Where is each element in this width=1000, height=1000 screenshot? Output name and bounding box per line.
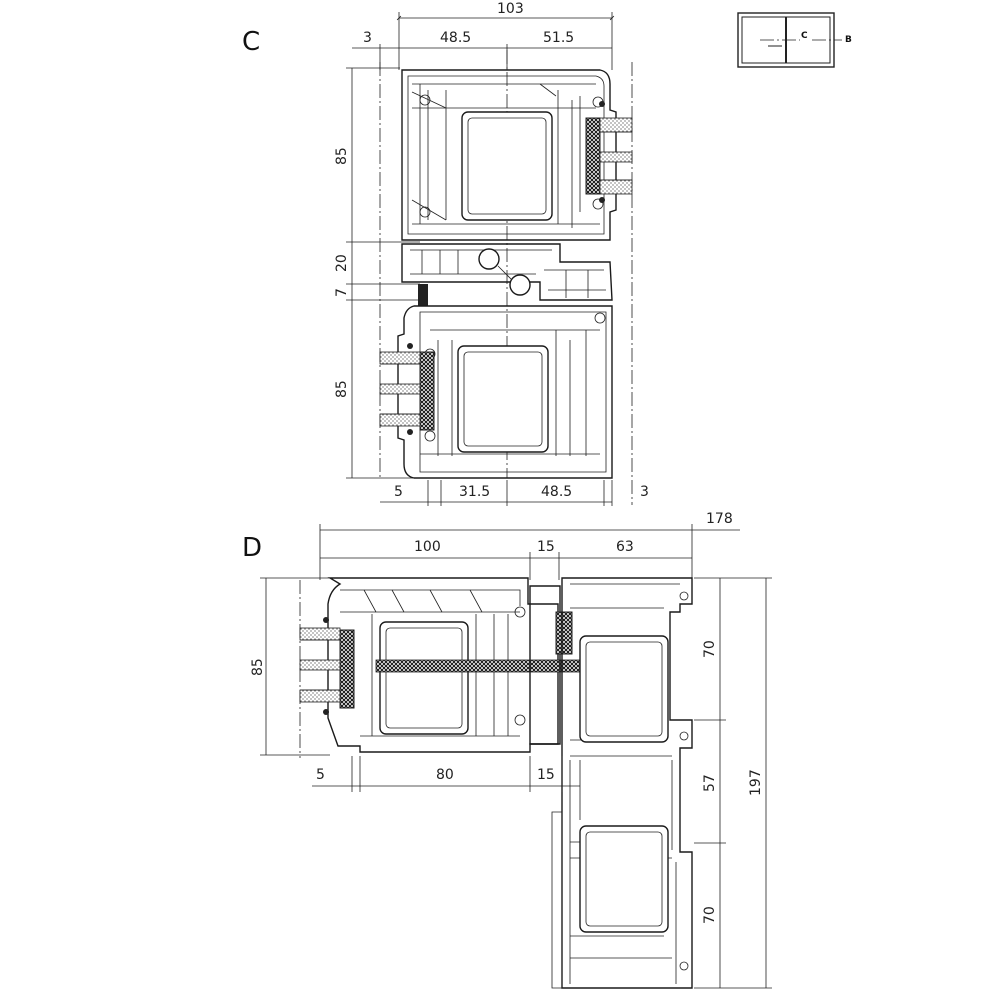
c-dim-upper: 85 [334,147,350,165]
d-dim-bottom-c: 15 [537,767,555,783]
c-dim-total: 103 [497,1,524,17]
section-c-top-dimensions: 103 3 48.5 51.5 [352,1,615,70]
d-dim-bottom-b: 80 [436,767,454,783]
c-dim-left: 3 [363,30,372,46]
d-frame-profile [299,577,627,753]
section-c-bottom-dimensions: 5 31.5 48.5 3 [380,480,649,506]
c-dim-bottom-c: 48.5 [541,484,572,500]
d-dim-top-a: 100 [414,539,441,555]
section-d-top-dimensions: 178 100 15 63 [319,511,740,580]
section-c-left-dimensions: 85 20 7 85 [334,67,420,479]
c-dim-bottom-d: 3 [640,484,649,500]
d-dim-top-b: 15 [537,539,555,555]
d-dim-right-c: 70 [702,906,718,924]
d-coupling-profile [529,585,573,745]
c-dim-right: 51.5 [543,30,574,46]
c-dim-bottom-b: 31.5 [459,484,490,500]
d-dim-right-b: 57 [702,774,718,792]
c-dim-small: 7 [334,288,350,297]
d-dim-total: 178 [706,511,733,527]
c-dim-mid: 48.5 [440,30,471,46]
c-lower-sash-profile [379,305,613,479]
section-d-right-dimensions: 70 57 70 197 [694,577,772,989]
d-corner-column-profile [551,577,693,989]
c-dim-bottom-a: 5 [394,484,403,500]
section-c: C 103 3 48.5 51.5 85 20 7 85 [242,1,649,506]
d-dim-right-total: 197 [748,769,764,796]
key-plan-label-b: B [845,35,852,45]
c-upper-sash-profile [401,69,633,241]
section-d-label: D [242,533,262,563]
section-d-left-dimensions: 85 [250,577,330,756]
d-dim-left-height: 85 [250,658,266,676]
key-plan-label-c: C [801,31,808,41]
section-d: D 178 100 15 63 85 [242,511,772,989]
d-dim-bottom-a: 5 [316,767,325,783]
key-plan: C B [737,12,852,68]
c-interlock-profile [401,243,613,306]
section-d-bottom-dimensions: 5 80 15 [312,756,580,792]
d-dim-right-a: 70 [702,640,718,658]
c-dim-gap: 20 [334,254,350,272]
section-c-label: C [242,27,260,57]
c-dim-lower: 85 [334,380,350,398]
d-dim-top-c: 63 [616,539,634,555]
